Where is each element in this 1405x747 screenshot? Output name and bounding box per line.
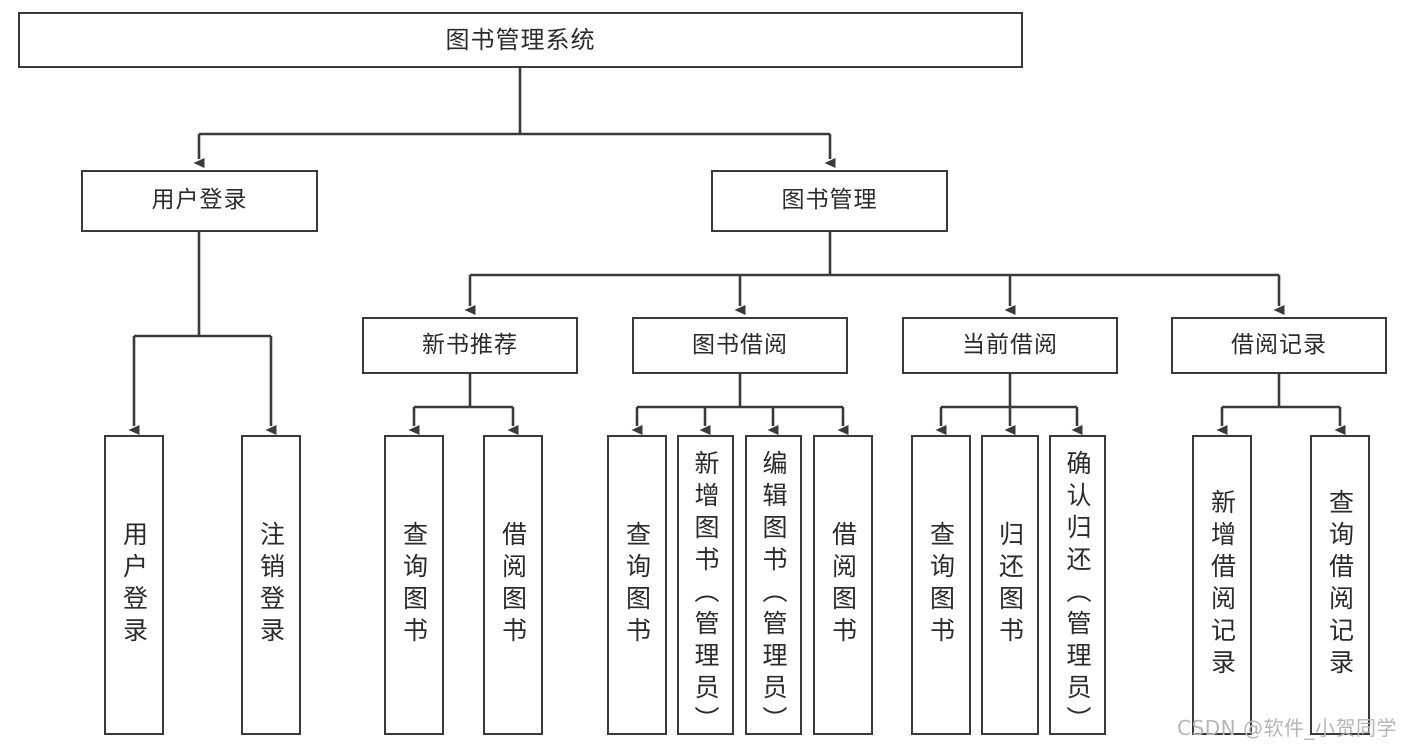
node-label: 编辑图书（管理员） xyxy=(759,450,788,738)
leaf-edit-book-admin[interactable]: 编辑图书（管理员） xyxy=(745,435,802,738)
node-label: 查询借阅记录 xyxy=(1325,489,1355,681)
node-label: 查询图书 xyxy=(399,521,429,649)
node-label: 用户登录 xyxy=(119,521,149,649)
node-label: 新书推荐 xyxy=(422,331,518,358)
node-root-system[interactable]: 图书管理系统 xyxy=(18,12,1023,68)
leaf-query-book-borrow[interactable]: 查询图书 xyxy=(607,435,667,735)
leaf-user-login[interactable]: 用户登录 xyxy=(104,435,164,735)
node-label: 借阅记录 xyxy=(1231,331,1327,358)
watermark: CSDN @软件_小贺同学 xyxy=(1177,716,1397,740)
leaf-add-borrow-record[interactable]: 新增借阅记录 xyxy=(1192,435,1252,735)
leaf-logout[interactable]: 注销登录 xyxy=(241,435,301,735)
node-label: 图书管理 xyxy=(781,187,878,214)
node-label: 图书管理系统 xyxy=(445,25,596,54)
leaf-return-book[interactable]: 归还图书 xyxy=(981,435,1039,735)
leaf-confirm-return-admin[interactable]: 确认归还（管理员） xyxy=(1049,435,1106,738)
node-new-book-recommend[interactable]: 新书推荐 xyxy=(362,317,578,374)
node-label: 当前借阅 xyxy=(962,331,1058,358)
node-borrow-records[interactable]: 借阅记录 xyxy=(1171,317,1387,374)
leaf-query-book-recommend[interactable]: 查询图书 xyxy=(384,435,444,735)
leaf-query-borrow-record[interactable]: 查询借阅记录 xyxy=(1310,435,1370,735)
leaf-query-book-current[interactable]: 查询图书 xyxy=(911,435,971,735)
node-label: 新增图书（管理员） xyxy=(691,450,720,738)
node-label: 注销登录 xyxy=(256,521,286,649)
node-label: 确认归还（管理员） xyxy=(1063,450,1092,738)
node-label: 用户登录 xyxy=(151,187,248,214)
node-book-borrow[interactable]: 图书借阅 xyxy=(632,317,848,374)
node-label: 图书借阅 xyxy=(692,331,788,358)
leaf-add-book-admin[interactable]: 新增图书（管理员） xyxy=(677,435,734,738)
leaf-borrow-book[interactable]: 借阅图书 xyxy=(813,435,873,735)
node-label: 新增借阅记录 xyxy=(1207,489,1237,681)
node-label: 查询图书 xyxy=(622,521,652,649)
node-book-management[interactable]: 图书管理 xyxy=(711,170,948,232)
node-label: 借阅图书 xyxy=(828,521,858,649)
node-user-login[interactable]: 用户登录 xyxy=(81,170,318,232)
leaf-borrow-book-recommend[interactable]: 借阅图书 xyxy=(483,435,543,735)
node-label: 归还图书 xyxy=(995,521,1025,649)
node-label: 查询图书 xyxy=(926,521,956,649)
node-current-borrow[interactable]: 当前借阅 xyxy=(902,317,1118,374)
node-label: 借阅图书 xyxy=(498,521,528,649)
